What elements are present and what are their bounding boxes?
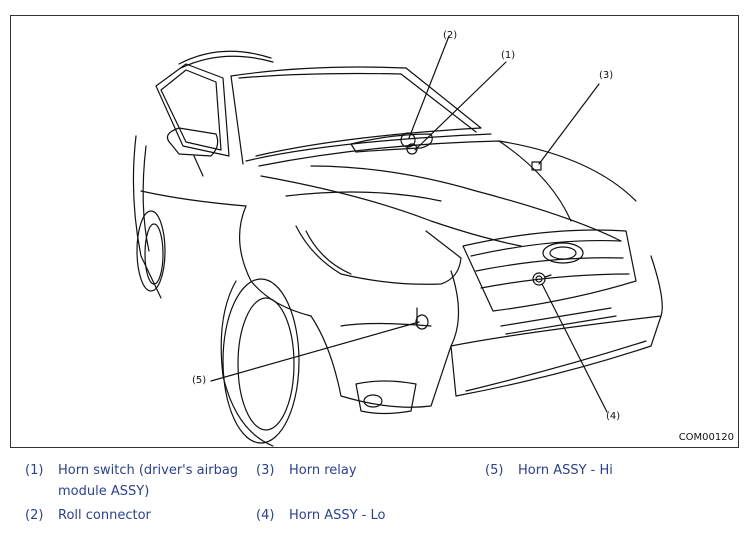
- legend-label: Horn ASSY - Lo: [289, 508, 386, 523]
- legend-number: (1): [25, 463, 44, 478]
- legend-number: (5): [485, 463, 504, 478]
- callout-3: (3): [599, 70, 614, 81]
- callout-2: (2): [443, 30, 458, 41]
- legend-label: Horn relay: [289, 463, 357, 478]
- legend-label: Horn switch (driver's airbag: [58, 463, 239, 478]
- vehicle-line-art: [132, 35, 663, 447]
- callout-5: (5): [192, 375, 207, 386]
- figure-id: COM00120: [678, 432, 734, 443]
- legend-number: (2): [25, 508, 44, 523]
- callout-4: (4): [606, 411, 621, 422]
- callout-1: (1): [501, 50, 516, 61]
- legend-label: Roll connector: [58, 508, 151, 523]
- legend-number: (4): [256, 508, 275, 523]
- legend: (1) Horn switch (driver's airbag module …: [0, 460, 749, 530]
- legend-number: (3): [256, 463, 275, 478]
- legend-label: Horn ASSY - Hi: [518, 463, 613, 478]
- legend-label-cont: module ASSY): [58, 484, 150, 499]
- diagram-frame: (2) (1) (3) (4) (5) COM00120: [10, 15, 739, 448]
